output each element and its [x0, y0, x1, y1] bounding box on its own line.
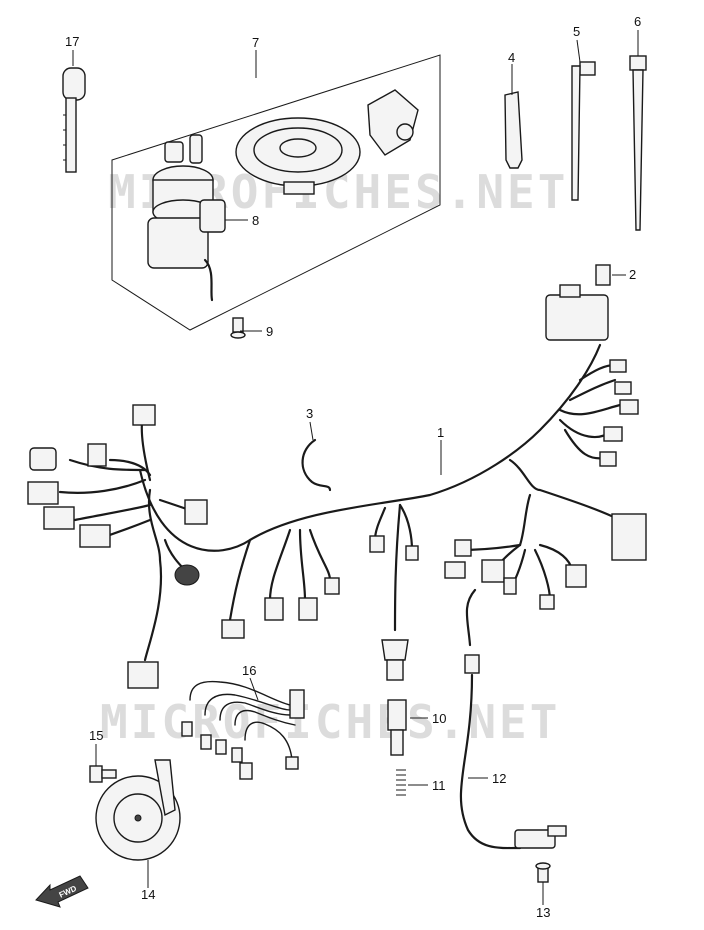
main-wiring-harness — [58, 343, 622, 662]
watermark-bottom: MICROFICHES.NET — [100, 695, 560, 749]
fwd-arrow-icon: FWD — [35, 875, 89, 908]
bolt-part-13 — [535, 862, 551, 883]
fuse-part — [545, 264, 611, 341]
fuel-cap-part — [235, 117, 361, 195]
callout-7: 7 — [252, 35, 259, 50]
sensor-lead-part — [459, 588, 567, 850]
seat-lock-part — [367, 89, 419, 156]
screw-part-9 — [230, 317, 246, 339]
callout-2: 2 — [629, 267, 636, 282]
callout-12: 12 — [492, 771, 506, 786]
callout-11: 11 — [432, 778, 446, 793]
wire-clip-part — [301, 438, 332, 492]
callout-10: 10 — [432, 711, 446, 726]
callout-8: 8 — [252, 213, 259, 228]
neutral-switch-part — [381, 639, 409, 756]
ignition-switch-part — [147, 134, 226, 302]
callouts: 1 2 3 4 5 6 7 8 9 10 11 12 13 14 15 16 1… — [65, 14, 641, 920]
spring-part — [396, 769, 406, 796]
callout-4: 4 — [508, 50, 515, 65]
callout-16: 16 — [242, 663, 256, 678]
sub-harness-part — [181, 680, 305, 780]
leader-lines — [72, 30, 639, 905]
callout-5: 5 — [573, 24, 580, 39]
key-part — [62, 67, 86, 173]
tie-part-6 — [629, 55, 647, 231]
callout-14: 14 — [141, 887, 155, 902]
clamp-part — [504, 91, 523, 169]
callout-6: 6 — [634, 14, 641, 29]
bolt-part-15 — [89, 765, 117, 783]
callout-15: 15 — [89, 728, 103, 743]
tie-part-5 — [571, 61, 596, 201]
callout-1: 1 — [437, 425, 444, 440]
callout-9: 9 — [266, 324, 273, 339]
callout-3: 3 — [306, 406, 313, 421]
callout-13: 13 — [536, 905, 550, 920]
horn-part — [95, 759, 181, 861]
lock-set-box — [111, 54, 441, 331]
callout-17: 17 — [65, 34, 79, 49]
harness-connectors — [27, 359, 647, 689]
